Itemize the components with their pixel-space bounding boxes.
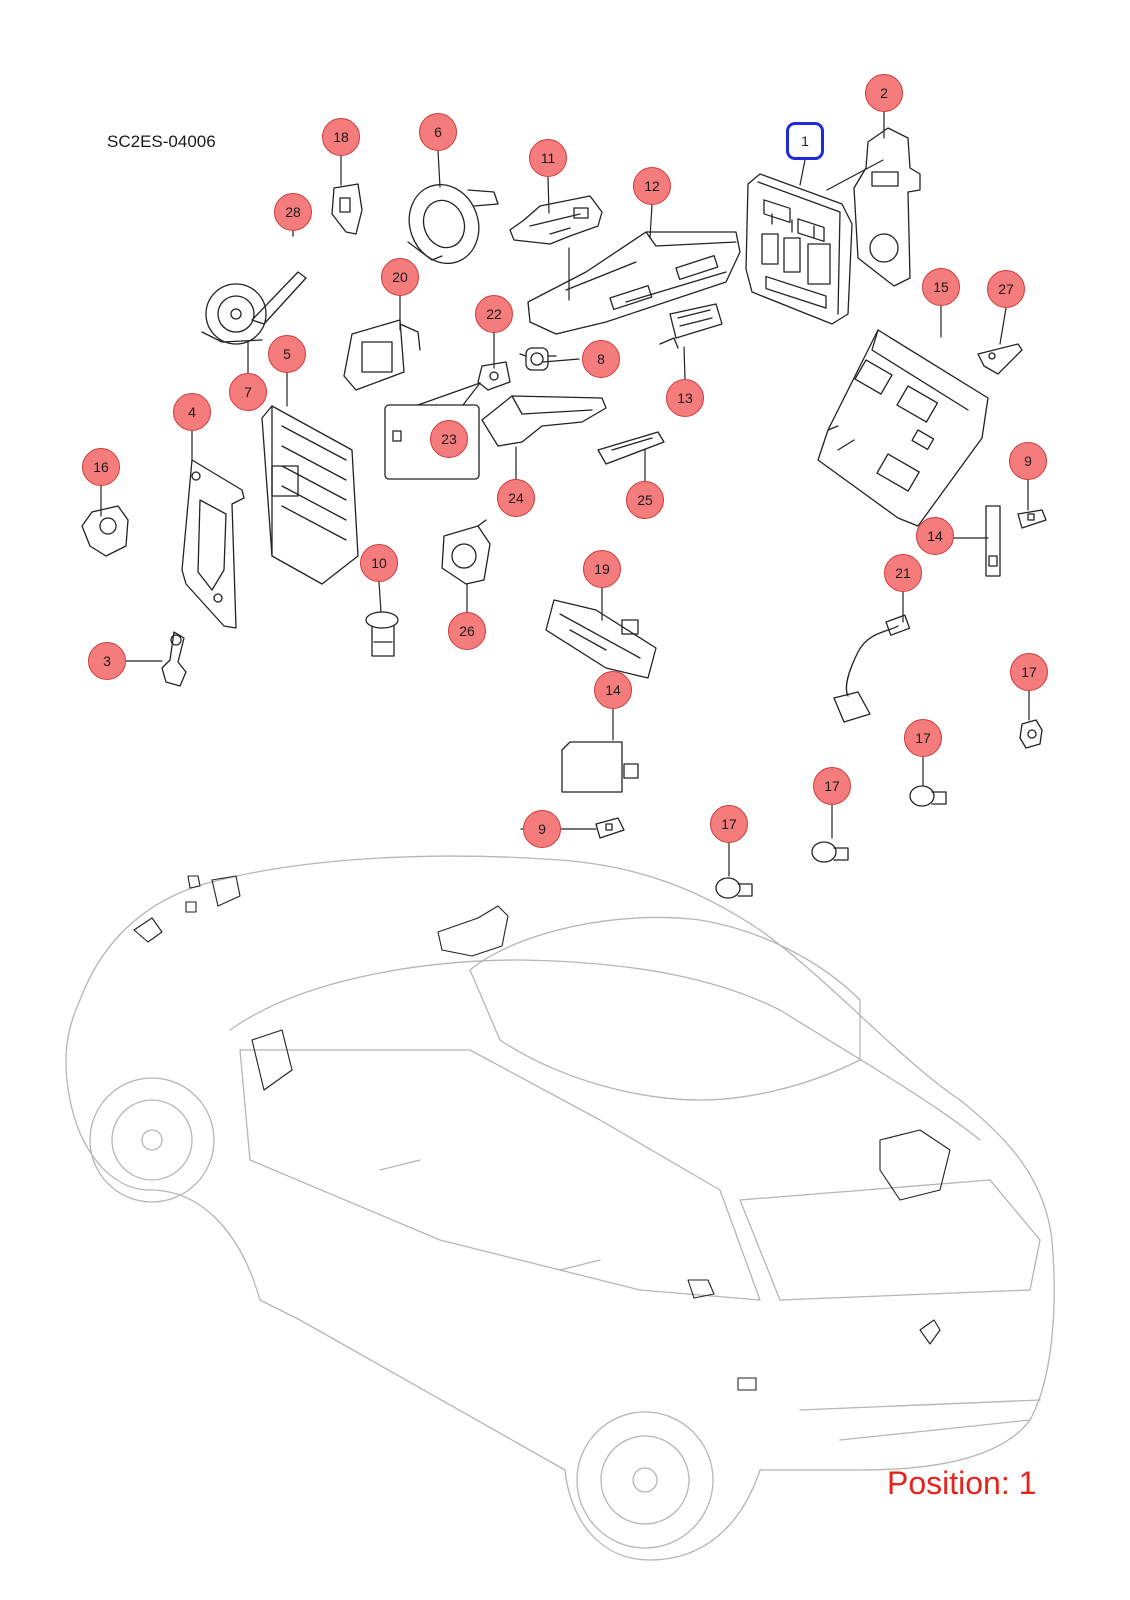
part-9b-drawing	[595, 817, 625, 839]
callout-2[interactable]: 2	[865, 74, 903, 112]
callout-16[interactable]: 16	[82, 448, 120, 486]
callout-25[interactable]: 25	[626, 481, 664, 519]
part-22-drawing	[477, 361, 511, 391]
part-20-drawing	[343, 319, 421, 391]
callout-3[interactable]: 3	[88, 642, 126, 680]
position-indicator: Position: 1	[887, 1465, 1037, 1501]
part-18-drawing	[331, 183, 363, 235]
module-5-drawing	[261, 405, 359, 585]
callout-28[interactable]: 28	[274, 193, 312, 231]
part-13-drawing	[659, 303, 723, 349]
console-12-drawing	[527, 231, 741, 335]
part-14b-drawing	[561, 741, 639, 793]
part-24-drawing	[481, 395, 607, 447]
callout-21[interactable]: 21	[884, 554, 922, 592]
horn-7-drawing	[201, 271, 307, 345]
callout-10[interactable]: 10	[360, 544, 398, 582]
callout-6[interactable]: 6	[419, 113, 457, 151]
part-17a-drawing	[1019, 719, 1043, 749]
part-9a-drawing	[1017, 509, 1047, 529]
callout-14-a[interactable]: 14	[916, 517, 954, 555]
callout-23[interactable]: 23	[430, 420, 468, 458]
part-19-drawing	[545, 599, 657, 679]
part-11-drawing	[509, 195, 603, 245]
callout-17-a[interactable]: 17	[1010, 653, 1048, 691]
car-mounted-parts	[133, 875, 951, 1391]
callout-11[interactable]: 11	[529, 139, 567, 177]
callout-17-d[interactable]: 17	[710, 805, 748, 843]
module-1-drawing	[745, 173, 853, 325]
callout-13[interactable]: 13	[666, 379, 704, 417]
part-3-drawing	[161, 631, 187, 687]
callout-24[interactable]: 24	[497, 479, 535, 517]
sensor-10-drawing	[365, 611, 399, 657]
callout-12[interactable]: 12	[633, 167, 671, 205]
callout-8[interactable]: 8	[582, 340, 620, 378]
callout-4[interactable]: 4	[173, 393, 211, 431]
callout-17-c[interactable]: 17	[813, 767, 851, 805]
bracket-27-drawing	[977, 343, 1023, 375]
callout-9-a[interactable]: 9	[1009, 442, 1047, 480]
callout-17-b[interactable]: 17	[904, 719, 942, 757]
part-14a-drawing	[985, 505, 1001, 577]
car-outline	[65, 855, 1055, 1561]
module-15-drawing	[817, 329, 989, 527]
callout-18[interactable]: 18	[322, 118, 360, 156]
callout-20[interactable]: 20	[381, 258, 419, 296]
callout-1[interactable]: 1	[786, 122, 824, 160]
horn-6-drawing	[407, 184, 499, 264]
callout-7[interactable]: 7	[229, 373, 267, 411]
callout-9-b[interactable]: 9	[523, 810, 561, 848]
bracket-2-drawing	[853, 127, 921, 287]
cable-21-drawing	[833, 614, 911, 723]
callout-26[interactable]: 26	[448, 612, 486, 650]
callout-27[interactable]: 27	[987, 270, 1025, 308]
bracket-26-drawing	[441, 519, 491, 585]
callout-14-b[interactable]: 14	[594, 671, 632, 709]
callout-5[interactable]: 5	[268, 335, 306, 373]
callout-15[interactable]: 15	[922, 268, 960, 306]
part-17d-drawing	[715, 877, 753, 899]
part-16-drawing	[81, 505, 129, 557]
callout-19[interactable]: 19	[583, 550, 621, 588]
part-17c-drawing	[811, 841, 849, 863]
inset-23-drawing	[384, 404, 480, 480]
part-25-drawing	[597, 431, 665, 465]
part-17b-drawing	[909, 785, 947, 807]
bracket-4-drawing	[181, 459, 245, 629]
sensor-8-drawing	[519, 347, 557, 371]
document-code: SC2ES-04006	[107, 132, 216, 151]
callout-22[interactable]: 22	[475, 295, 513, 333]
